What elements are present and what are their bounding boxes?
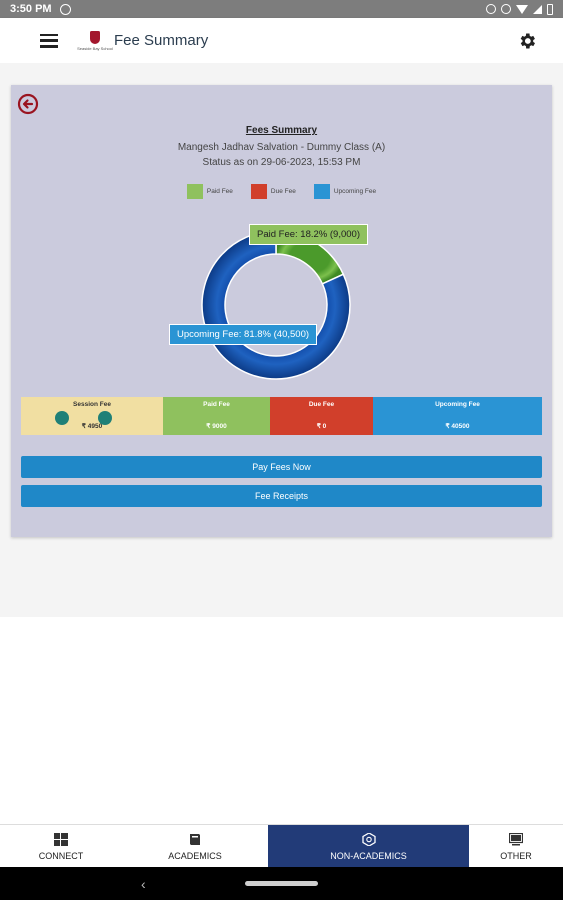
due-fee-amount: ₹ 0 — [316, 423, 327, 430]
upcoming-fee-amount: ₹ 40500 — [445, 423, 470, 430]
book-icon — [190, 833, 200, 845]
paid-fee-tooltip: Paid Fee: 18.2% (9,000) — [249, 224, 368, 245]
school-logo: Seaside Bay School — [77, 26, 113, 56]
app-bar: Seaside Bay School Fee Summary — [0, 18, 563, 63]
wifi-icon — [516, 4, 528, 14]
badge-icon — [361, 832, 376, 846]
shield-icon — [90, 30, 100, 44]
paid-fee-amount: ₹ 9000 — [206, 423, 227, 430]
menu-icon[interactable] — [40, 33, 58, 48]
nav-non-academics[interactable]: NON-ACADEMICS — [268, 825, 469, 868]
upcoming-fee-tooltip: Upcoming Fee: 81.8% (40,500) — [169, 324, 318, 345]
nav-academics[interactable]: ACADEMICS — [122, 825, 268, 868]
fee-summary-card: Fees Summary Mangesh Jadhav Salvation - … — [11, 85, 552, 537]
system-nav-bar: ‹ — [0, 867, 563, 900]
page-title: Fee Summary — [114, 32, 209, 49]
status-icons — [486, 3, 553, 15]
battery-icon — [547, 3, 553, 15]
legend-upcoming[interactable]: Upcoming Fee — [313, 184, 376, 199]
session-fee-label: Session Fee — [73, 401, 111, 408]
due-fee-label: Due Fee — [308, 401, 335, 408]
system-home-pill[interactable] — [245, 881, 318, 886]
status-bar: 3:50 PM — [0, 0, 563, 18]
legend-paid[interactable]: Paid Fee — [186, 184, 233, 199]
status-time: 3:50 PM — [10, 3, 52, 15]
upcoming-fee-label: Upcoming Fee — [435, 401, 480, 408]
chart-legend: Paid Fee Due Fee Upcoming Fee — [11, 184, 552, 199]
dnd-icon — [501, 4, 511, 14]
session-fee-amount: ₹ 4950 — [81, 423, 103, 430]
status-line: Status as on 29-06-2023, 15:53 PM — [202, 157, 361, 168]
back-circle-icon[interactable] — [17, 93, 39, 115]
whatsapp-icon — [59, 3, 71, 15]
handle-left[interactable] — [55, 411, 69, 425]
system-back-icon[interactable]: ‹ — [141, 876, 146, 892]
legend-swatch-upcoming — [313, 184, 330, 199]
paid-fee-cell: Paid Fee ₹ 9000 — [163, 397, 270, 435]
due-fee-cell: Due Fee ₹ 0 — [270, 397, 373, 435]
session-fee-cell: Session Fee ₹ 4950 — [21, 397, 163, 435]
gear-icon[interactable] — [517, 31, 537, 51]
computer-icon — [509, 832, 523, 845]
fee-breakdown-bar: Session Fee ₹ 4950 Paid Fee ₹ 9000 Due F… — [21, 397, 542, 435]
signal-icon — [533, 4, 542, 14]
fee-receipts-button[interactable]: Fee Receipts — [21, 485, 542, 507]
paid-fee-label: Paid Fee — [203, 401, 230, 408]
windows-icon — [54, 832, 68, 846]
legend-swatch-due — [250, 184, 267, 199]
legend-swatch-paid — [186, 184, 203, 199]
student-line: Mangesh Jadhav Salvation - Dummy Class (… — [177, 142, 386, 153]
upcoming-fee-cell: Upcoming Fee ₹ 40500 — [373, 397, 542, 435]
nav-other[interactable]: OTHER — [469, 825, 563, 868]
legend-due[interactable]: Due Fee — [250, 184, 296, 199]
pay-fees-button[interactable]: Pay Fees Now — [21, 456, 542, 478]
fees-summary-heading: Fees Summary — [245, 125, 318, 136]
data-saver-icon — [486, 4, 496, 14]
nav-connect[interactable]: CONNECT — [0, 825, 122, 868]
fee-donut-chart — [201, 230, 351, 380]
bottom-nav: CONNECT ACADEMICS NON-ACADEMICS OTHER — [0, 824, 563, 868]
handle-right[interactable] — [98, 411, 112, 425]
